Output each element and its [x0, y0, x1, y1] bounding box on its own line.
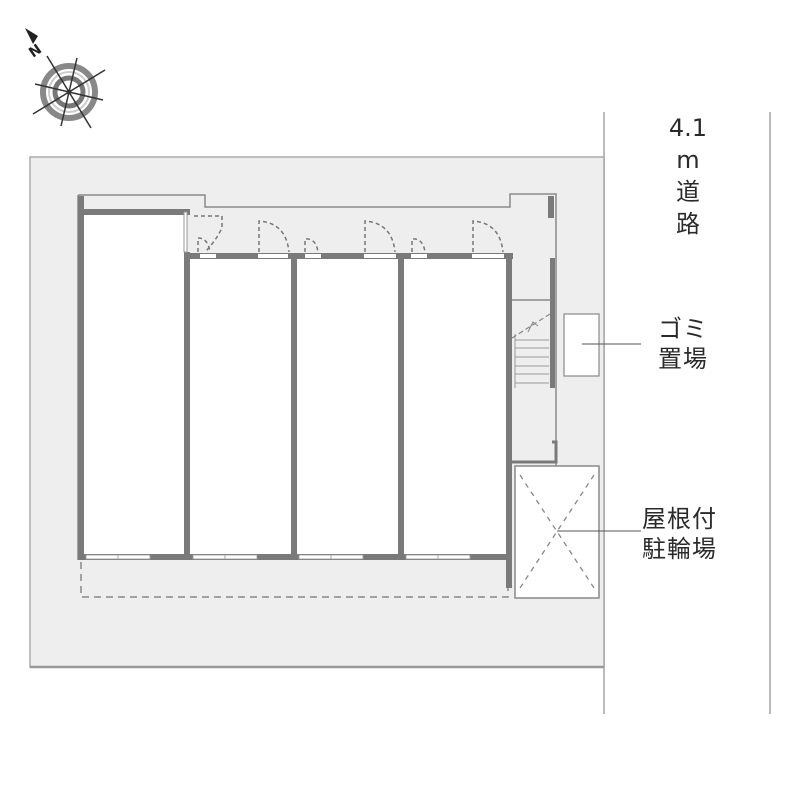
bike-parking-box	[514, 465, 600, 599]
road-label-line1: 道	[676, 178, 700, 206]
unit-1	[78, 196, 190, 560]
building-outline	[78, 193, 557, 470]
bike-parking-cross	[519, 474, 595, 589]
road-label-line2: 路	[676, 210, 700, 238]
door-swings	[194, 215, 504, 253]
garbage-label-line1: ゴミ	[658, 315, 708, 343]
road-width-value: 4.1	[668, 114, 708, 142]
dashed-area-boundary	[80, 562, 509, 598]
garbage-area-label: ゴミ 置場	[658, 314, 708, 374]
unit-2	[186, 253, 297, 560]
road-label: 4.1 m 道 路	[655, 112, 721, 240]
unit-3	[296, 253, 404, 560]
garbage-area-box	[563, 313, 600, 377]
bike-label-line1: 屋根付	[642, 505, 717, 533]
north-arrow-compass-icon: N	[25, 28, 106, 129]
staircase	[511, 196, 558, 470]
unit-4	[403, 253, 513, 588]
road-width-unit: m	[676, 146, 700, 174]
garbage-label-line2: 置場	[658, 345, 708, 373]
bottom-wall	[78, 554, 512, 560]
windows	[85, 554, 471, 560]
bike-parking-label: 屋根付 駐輪場	[642, 504, 717, 564]
bike-label-line2: 駐輪場	[642, 535, 717, 563]
svg-text:N: N	[26, 41, 45, 61]
